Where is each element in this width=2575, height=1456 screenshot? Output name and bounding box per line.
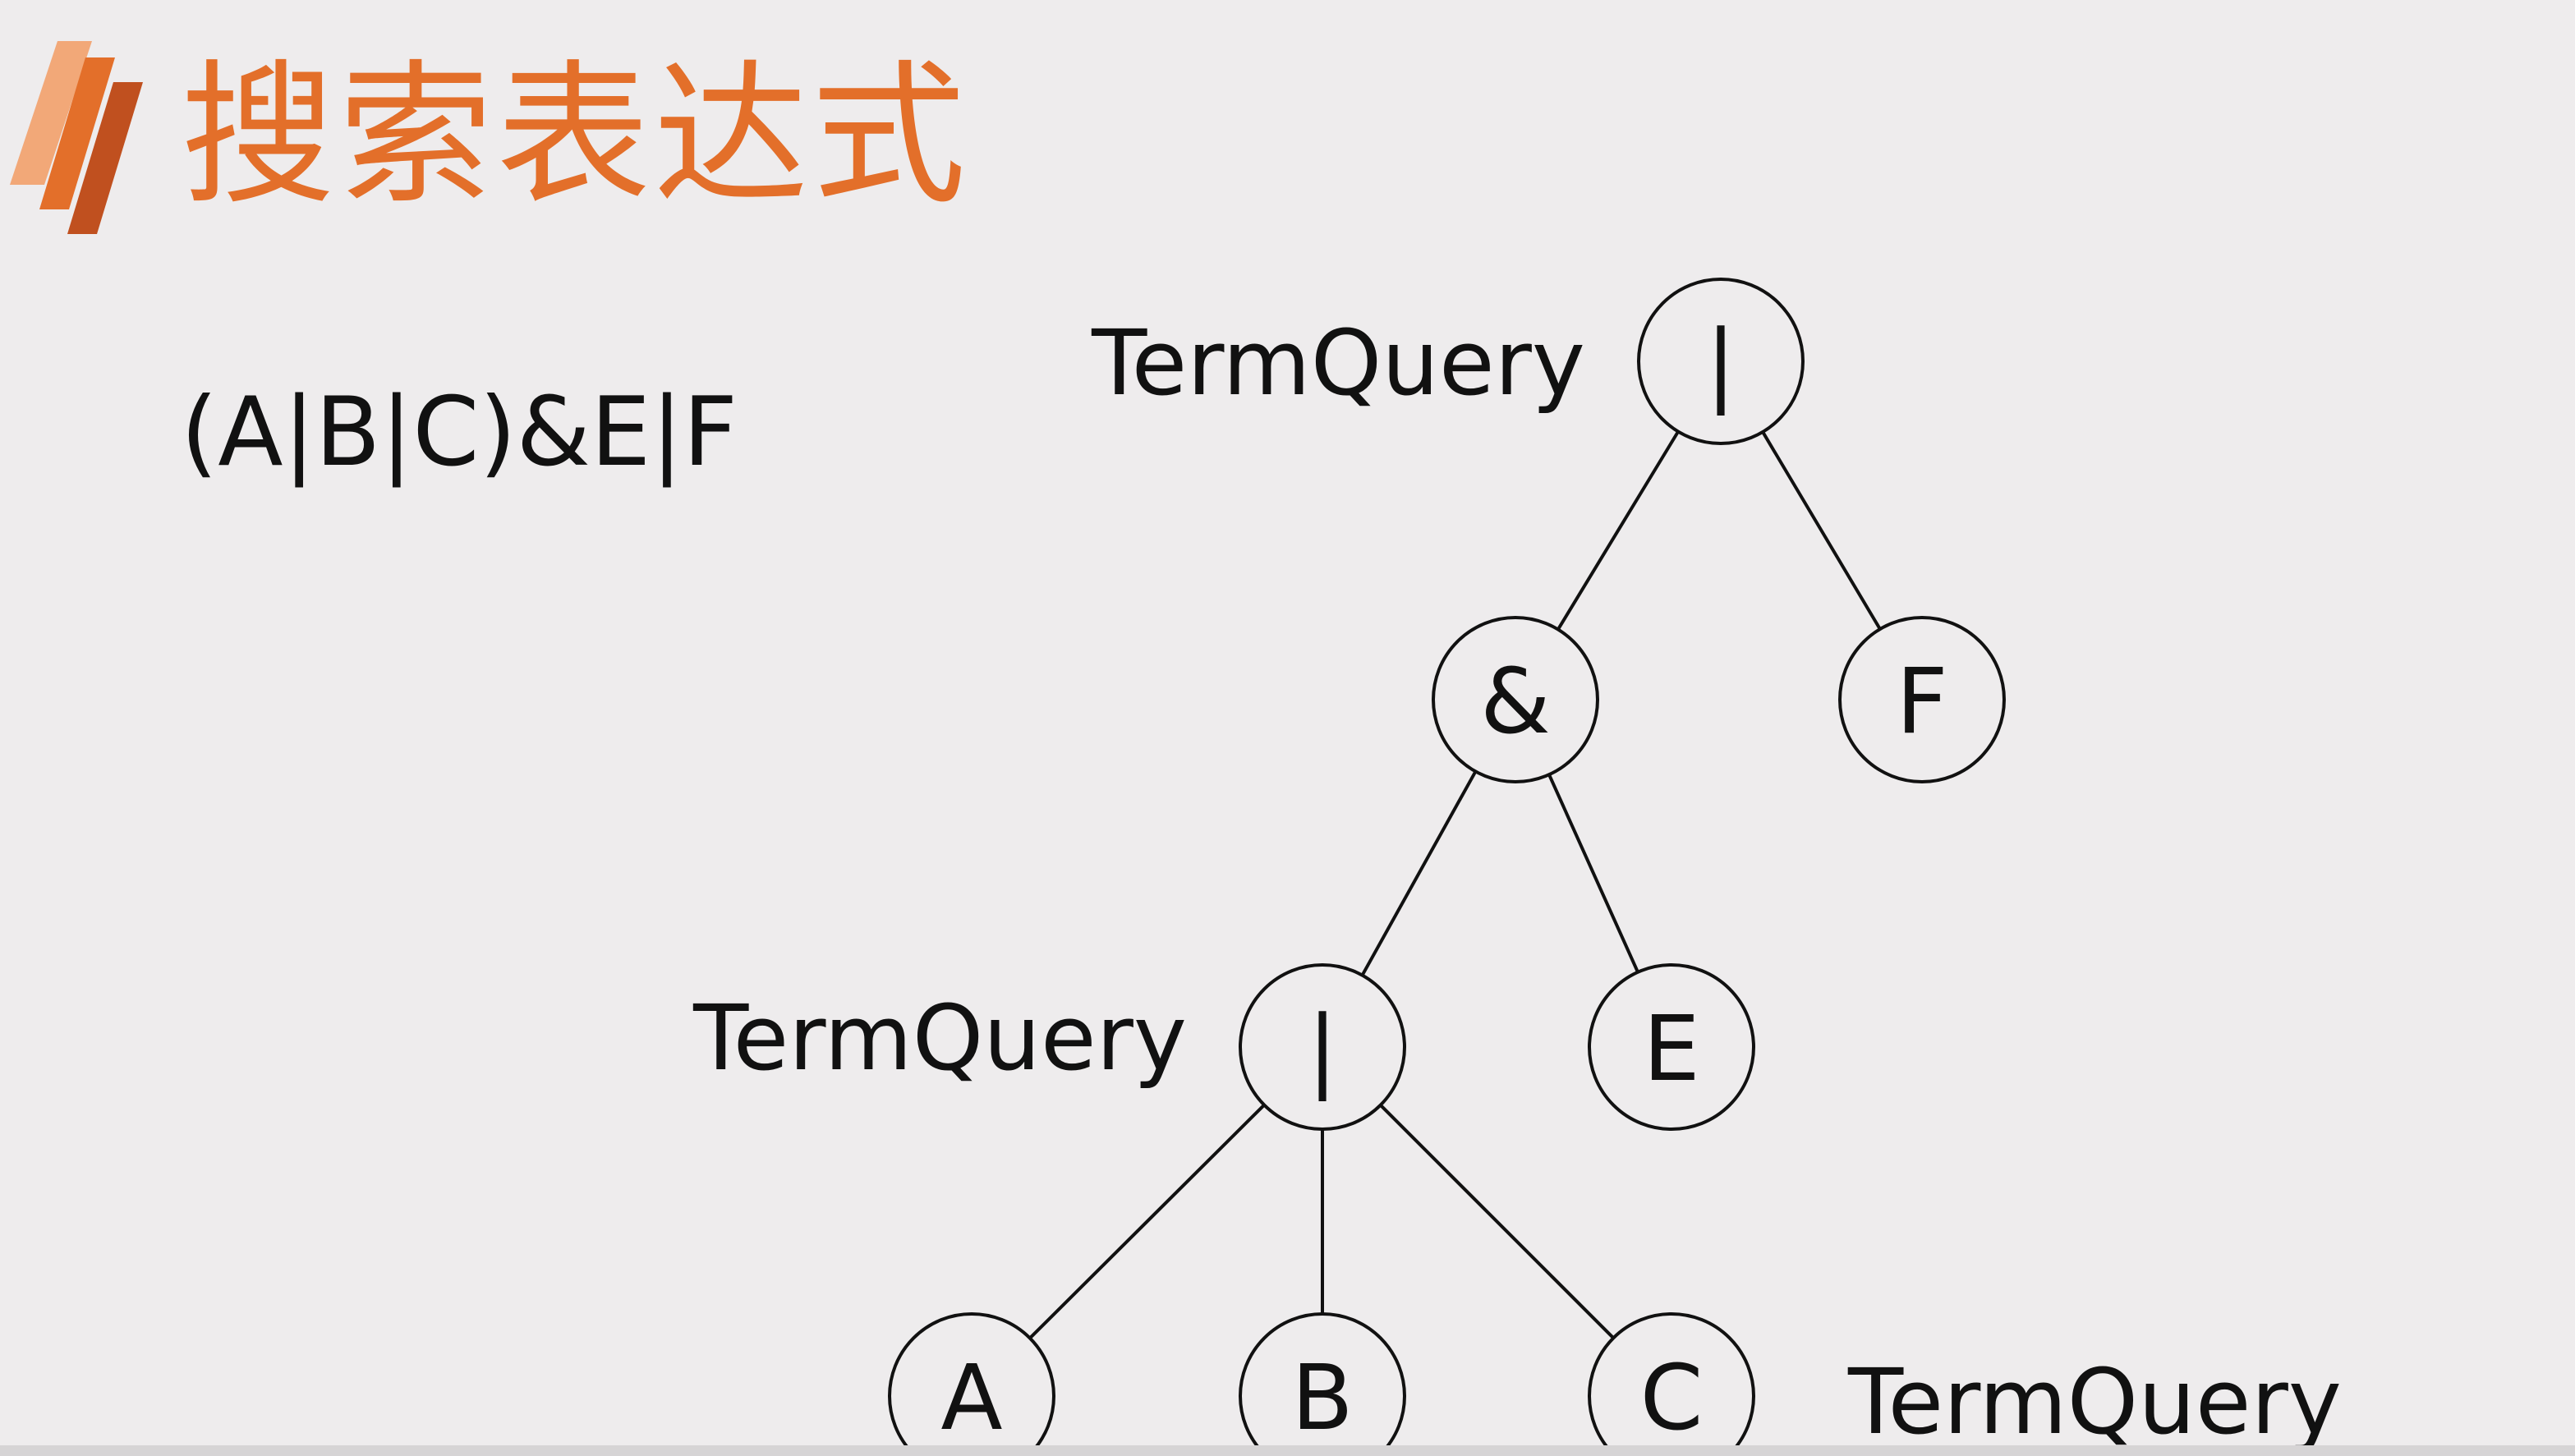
- tree-node-c: C: [1588, 1312, 1755, 1456]
- tree-edge-and-e: [1547, 774, 1639, 973]
- tree-node-circle: [1588, 963, 1755, 1131]
- slide-title: 搜索表达式: [181, 46, 969, 226]
- root-annotation: TermQuery: [1091, 310, 1585, 416]
- tree-node-circle: [1239, 1312, 1406, 1456]
- tree-node-b: B: [1239, 1312, 1406, 1456]
- tree-node-root-or: |: [1637, 278, 1805, 445]
- tree-node-circle: [1838, 616, 2006, 783]
- title-logo-icon: [10, 41, 143, 234]
- tree-node-circle: [1239, 963, 1406, 1131]
- search-expression: (A|B|C)&E|F: [181, 377, 738, 488]
- tree-node-label: C: [1640, 1345, 1704, 1450]
- tree-node-and: &: [1432, 616, 1599, 783]
- tree-node-label: |: [1307, 996, 1337, 1102]
- tree-node-label: |: [1705, 310, 1736, 416]
- tree-edges: [1028, 430, 1882, 1339]
- tree-edge-inner-or-c: [1379, 1104, 1615, 1339]
- leaf-annotation: TermQuery: [1847, 1349, 2342, 1454]
- tree-node-label: E: [1643, 996, 1700, 1101]
- tree-node-label: F: [1896, 649, 1947, 754]
- tree-node-circle: [1432, 616, 1599, 783]
- tree-edge-inner-or-a: [1028, 1104, 1266, 1339]
- bottom-divider: [0, 1445, 2575, 1456]
- tree-node-circle: [1588, 1312, 1755, 1456]
- tree-node-label: &: [1480, 649, 1551, 754]
- inner-annotation: TermQuery: [692, 985, 1187, 1091]
- tree-edge-root-or-and: [1556, 430, 1680, 631]
- tree-node-label: B: [1291, 1345, 1353, 1450]
- tree-node-circle: [1637, 278, 1805, 445]
- tree-node-label: A: [940, 1345, 1002, 1450]
- tree-node-circle: [888, 1312, 1055, 1456]
- tree-nodes: | & F | E A B C: [888, 278, 2006, 1456]
- tree-node-e: E: [1588, 963, 1755, 1131]
- tree-node-a: A: [888, 1312, 1055, 1456]
- tree-edge-root-or-f: [1761, 430, 1882, 631]
- tree-edge-and-inner-or: [1360, 770, 1478, 976]
- tree-node-f: F: [1838, 616, 2006, 783]
- tree-node-inner-or: |: [1239, 963, 1406, 1131]
